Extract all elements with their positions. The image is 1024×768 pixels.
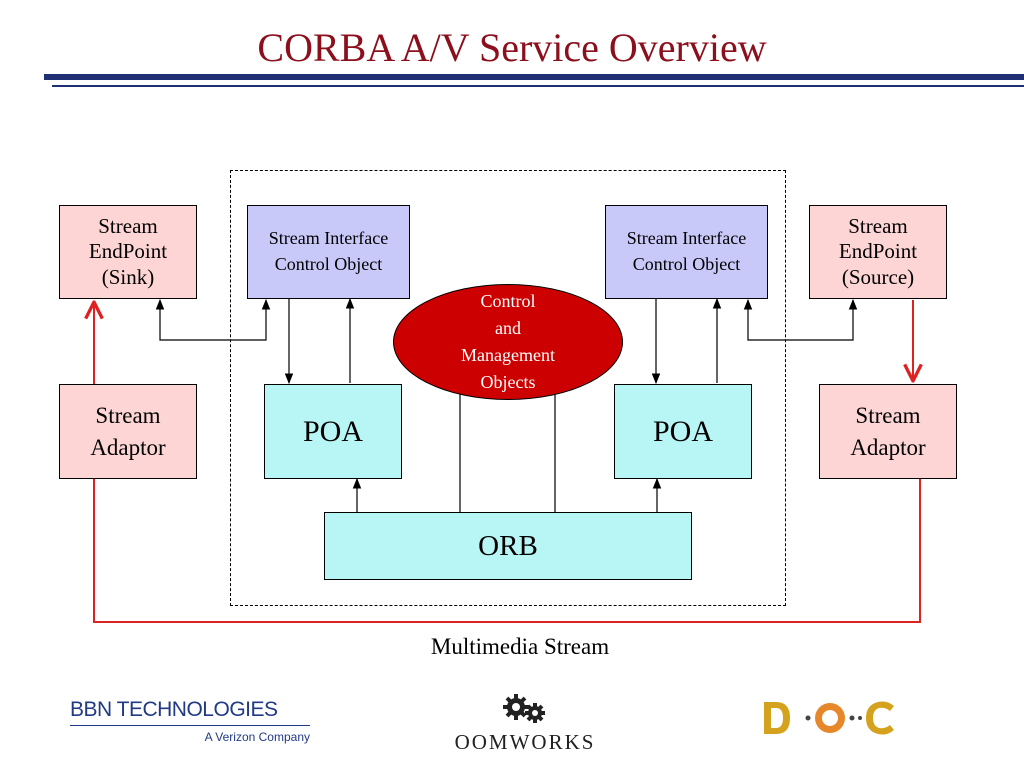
right-adaptor-line2: Adaptor [850, 434, 926, 460]
left-adaptor-line1: Stream [95, 402, 161, 428]
stream-adaptor-right: Stream Adaptor [819, 384, 957, 479]
oomworks-logo: OOMWORKS [440, 693, 610, 755]
multimedia-stream-path [93, 479, 921, 623]
poa-right: POA [614, 384, 752, 479]
bbn-name: BBN TECHNOLOGIES [70, 698, 278, 721]
stream-interface-control-left: Stream Interface Control Object [247, 205, 410, 299]
bbn-tagline: A Verizon Company [204, 730, 310, 744]
gears-icon [503, 694, 545, 723]
title-rule-thin [52, 85, 1024, 87]
multimedia-stream-caption: Multimedia Stream [430, 634, 610, 659]
control-management-objects: Control and Management Objects [393, 284, 623, 400]
orb: ORB [324, 512, 692, 580]
ellipse-line3: Management [461, 345, 555, 365]
oomworks-name: OOMWORKS [454, 730, 596, 754]
bbn-logo: BBN TECHNOLOGIES A Verizon Company [70, 698, 330, 744]
corba-boundary [230, 170, 786, 606]
stream-adaptor-left: Stream Adaptor [59, 384, 197, 479]
left-adaptor-line2: Adaptor [90, 434, 166, 460]
stream-endpoint-source: Stream EndPoint (Source) [809, 205, 947, 299]
stream-interface-control-right: Stream Interface Control Object [605, 205, 768, 299]
left-sico-line1: Stream Interface [268, 228, 389, 248]
ellipse-line1: Control [480, 291, 536, 311]
right-adaptor-line1: Stream [855, 402, 921, 428]
sink-line1: Stream [98, 214, 158, 239]
sink-line2: EndPoint [88, 239, 168, 264]
source-line1: Stream [848, 214, 908, 239]
right-sico-line1: Stream Interface [626, 228, 747, 248]
title-rule-thick [44, 74, 1024, 80]
right-sico-line2: Control Object [632, 253, 741, 274]
source-line2: EndPoint [838, 239, 918, 264]
ellipse-line4: Objects [480, 372, 536, 392]
poa-left: POA [264, 384, 402, 479]
stream-endpoint-sink: Stream EndPoint (Sink) [59, 205, 197, 299]
sico-source-link [743, 298, 858, 341]
sico-sink-link [155, 298, 271, 341]
source-line3: (Source) [841, 264, 915, 289]
ellipse-line2: and [495, 318, 521, 338]
doc-logo-icon [764, 701, 894, 735]
left-sico-line2: Control Object [274, 253, 383, 274]
doc-group-logo [760, 696, 900, 745]
bbn-divider [70, 725, 310, 726]
slide-title: CORBA A/V Service Overview [257, 25, 767, 70]
sink-line3: (Sink) [101, 264, 155, 289]
